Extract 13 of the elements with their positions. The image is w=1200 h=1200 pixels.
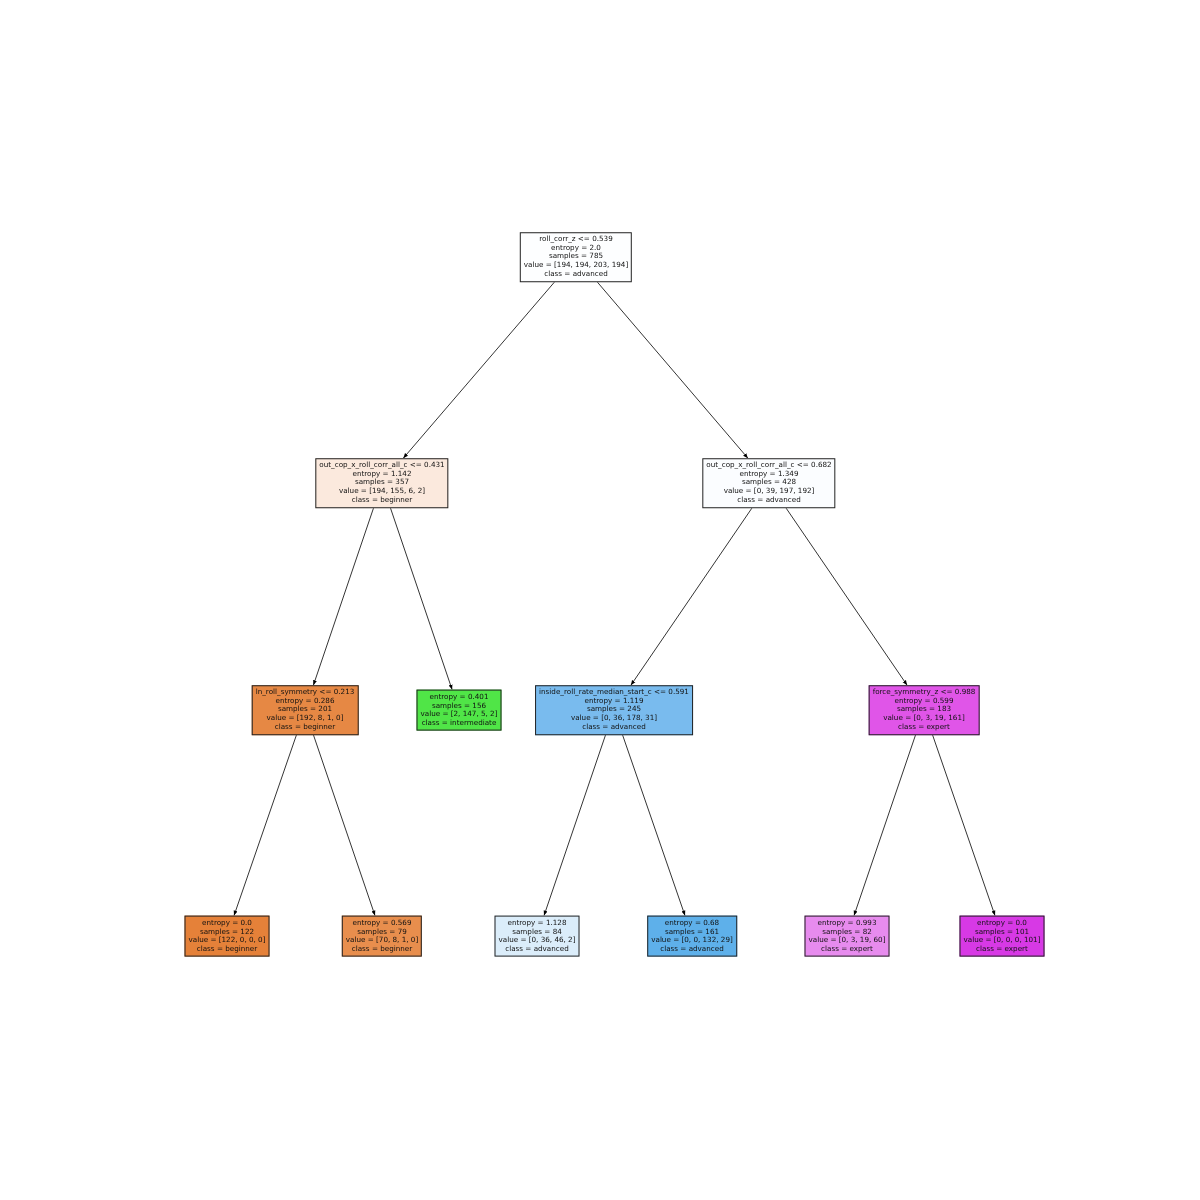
tree-node-box [868,685,980,735]
tree-node-box [494,915,580,957]
tree-node-box [647,915,737,957]
tree-node-box [959,915,1045,957]
tree-node-box [416,689,502,731]
tree-node-box [804,915,890,957]
tree-node-box [315,458,449,508]
tree-node-box [184,915,270,957]
tree-node-box [535,685,693,735]
tree-node-box [702,458,836,508]
tree-node-box [519,232,633,282]
tree-node-box [251,685,359,735]
tree-node-box [341,915,423,957]
